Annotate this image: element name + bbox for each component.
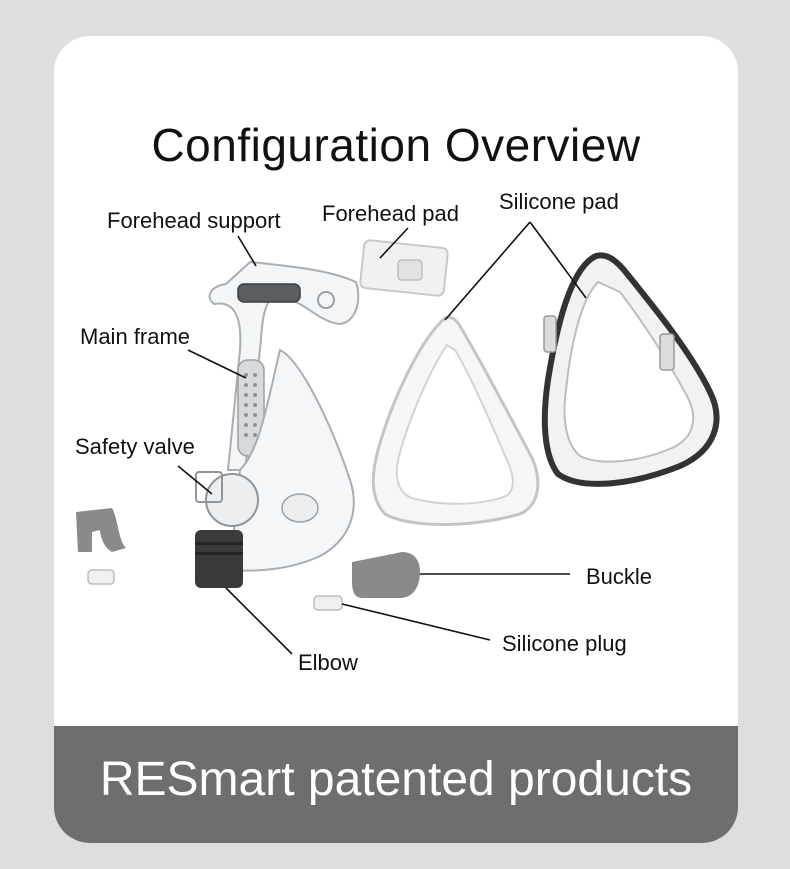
buckle-part <box>352 552 420 598</box>
label-main-frame: Main frame <box>80 324 191 349</box>
label-buckle: Buckle <box>586 564 653 589</box>
footer-text: RESmart patented products <box>99 753 693 806</box>
label-forehead-pad: Forehead pad <box>322 201 459 226</box>
silicone-plug-part <box>313 595 343 611</box>
spare-buckle-part <box>76 508 126 585</box>
forehead-pad-part <box>359 239 449 297</box>
label-silicone-plug: Silicone plug <box>502 631 627 656</box>
silicone-pad-clear-part <box>371 315 540 526</box>
label-safety-valve: Safety valve <box>75 434 195 459</box>
elbow-part <box>195 530 243 588</box>
main-frame-part <box>195 260 360 572</box>
label-elbow: Elbow <box>298 650 358 675</box>
label-forehead-support: Forehead support <box>107 208 281 233</box>
silicone-pad-dark-part <box>541 252 720 487</box>
label-silicone-pad: Silicone pad <box>499 189 619 214</box>
footer-banner: RESmart patented products <box>54 726 738 843</box>
leader-lines <box>177 221 587 655</box>
page-title: Configuration Overview <box>151 119 641 171</box>
